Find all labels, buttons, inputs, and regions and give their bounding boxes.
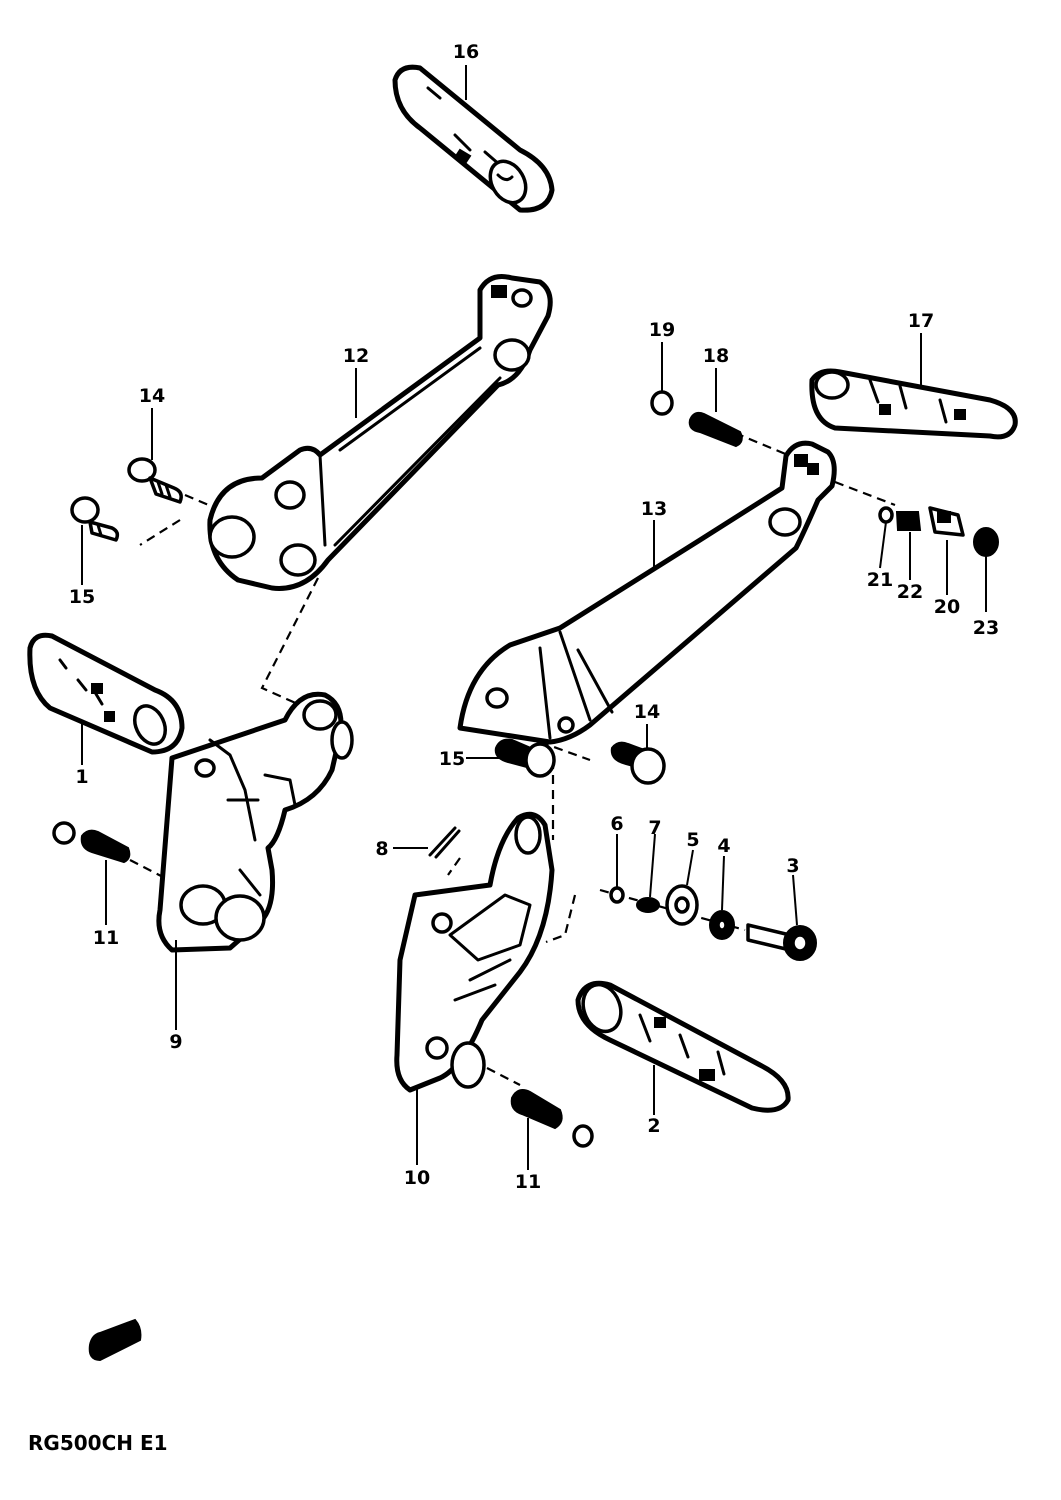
- callout-14-right: 14: [634, 701, 660, 723]
- part-16-footrest-rubber: [392, 64, 555, 213]
- part-14-bolt-right: [610, 741, 666, 785]
- part-2-footrest-rubber-right: [575, 980, 791, 1113]
- callout-19: 19: [649, 319, 675, 341]
- callout-4: 4: [717, 835, 730, 857]
- part-12-rear-bracket-left: [207, 274, 553, 591]
- callout-18: 18: [703, 345, 729, 367]
- part-15-bolt-left: [70, 496, 120, 542]
- callout-20: 20: [934, 596, 960, 618]
- callout-3: 3: [786, 855, 799, 877]
- part-14-bolt-left: [127, 457, 183, 504]
- part-17-footrest-rubber-right: [809, 368, 1018, 440]
- part-18-bolt: [688, 411, 743, 448]
- callout-22: 22: [897, 581, 923, 603]
- callout-15-right: 15: [439, 748, 465, 770]
- callout-16: 16: [453, 41, 479, 63]
- part-13-rear-bracket-right: [457, 440, 837, 745]
- parts-3-7-hardware: [609, 884, 817, 961]
- callout-1: 1: [75, 766, 88, 788]
- parts-20-23-hardware: [878, 506, 999, 557]
- callout-12: 12: [343, 345, 369, 367]
- callout-17: 17: [908, 310, 934, 332]
- callout-leaders: [81, 65, 987, 1170]
- callout-8: 8: [375, 838, 388, 860]
- spare-piece: [88, 1318, 142, 1362]
- callout-11-left: 11: [93, 927, 119, 949]
- part-11-bolt-left: [52, 821, 131, 864]
- callout-6: 6: [610, 813, 623, 835]
- part-15-bolt-right: [494, 738, 556, 778]
- callout-21: 21: [867, 569, 893, 591]
- callout-numbers: 16 12 14 15 1 11 9 13 17 18 19 21 22 20 …: [69, 41, 999, 1193]
- model-code-label: RG500CH E1: [28, 1431, 168, 1455]
- part-11-bolt-right: [510, 1089, 594, 1148]
- callout-10: 10: [404, 1167, 430, 1189]
- part-8-pin: [428, 826, 461, 859]
- callout-23: 23: [973, 617, 999, 639]
- callout-11-right: 11: [515, 1171, 541, 1193]
- callout-13: 13: [641, 498, 667, 520]
- part-1-footrest-rubber-left: [27, 632, 185, 755]
- callout-5: 5: [686, 829, 699, 851]
- part-19-washer: [650, 390, 674, 416]
- callout-9: 9: [169, 1031, 182, 1053]
- callout-14-left: 14: [139, 385, 165, 407]
- part-9-footrest-plate-left: [156, 691, 354, 953]
- callout-15-left: 15: [69, 586, 95, 608]
- callout-7: 7: [648, 817, 661, 839]
- callout-2: 2: [647, 1115, 660, 1137]
- part-10-footrest-plate-right: [394, 811, 555, 1093]
